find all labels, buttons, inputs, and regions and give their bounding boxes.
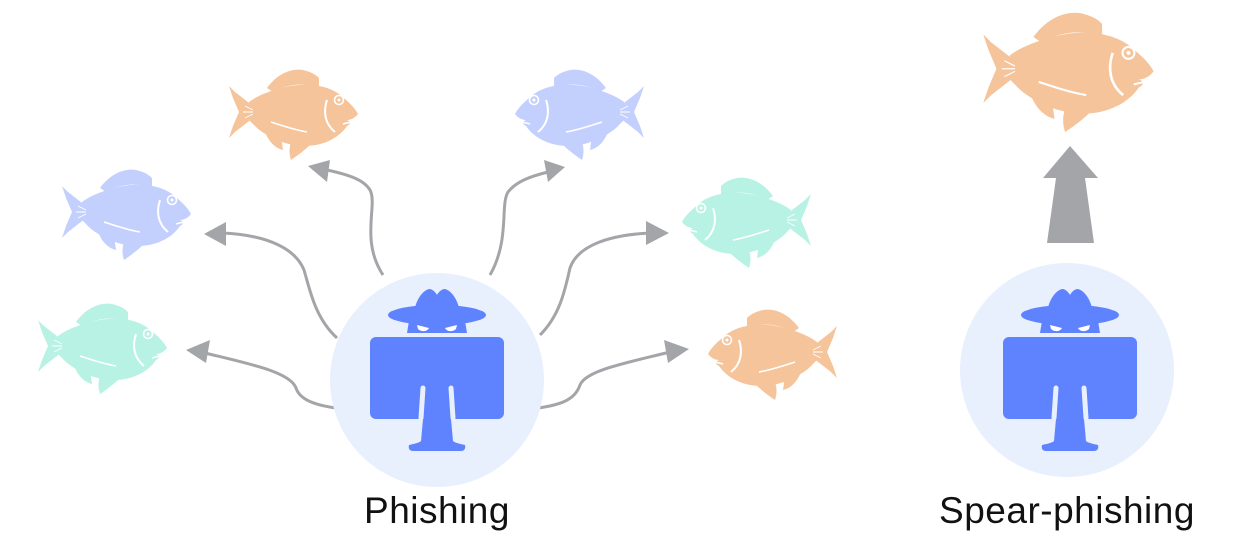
fish-icon-blue-left	[62, 169, 191, 260]
arrowhead-icon	[204, 222, 226, 246]
arrow-curve	[538, 231, 651, 337]
arrow-curve	[537, 350, 671, 410]
fish-icon-teal-lower-left	[38, 303, 167, 394]
fish-icon-orange-lower-right	[708, 309, 837, 400]
arrow-curve	[326, 168, 385, 276]
arrow-curve	[488, 170, 549, 276]
arrowhead-icon	[544, 160, 565, 182]
phishing-arrows	[204, 168, 671, 410]
big-up-arrow-icon	[1043, 146, 1098, 243]
arrow-curve	[221, 231, 339, 340]
phishing-label: Phishing	[364, 490, 510, 531]
fish-icon-blue-top-right	[515, 69, 644, 160]
arrowhead-icon	[646, 221, 669, 245]
fish-icon-orange-spear-target	[983, 12, 1154, 133]
fish-icon-teal-right	[682, 177, 811, 268]
fish-icon-orange-top-left	[229, 69, 358, 160]
arrowhead-icon	[308, 160, 330, 182]
arrowhead-icon	[664, 340, 689, 363]
phishing-arrowheads	[186, 160, 689, 363]
arrowhead-icon	[186, 340, 210, 363]
arrow-curve	[204, 351, 337, 410]
spear-phishing-label: Spear-phishing	[939, 490, 1195, 531]
